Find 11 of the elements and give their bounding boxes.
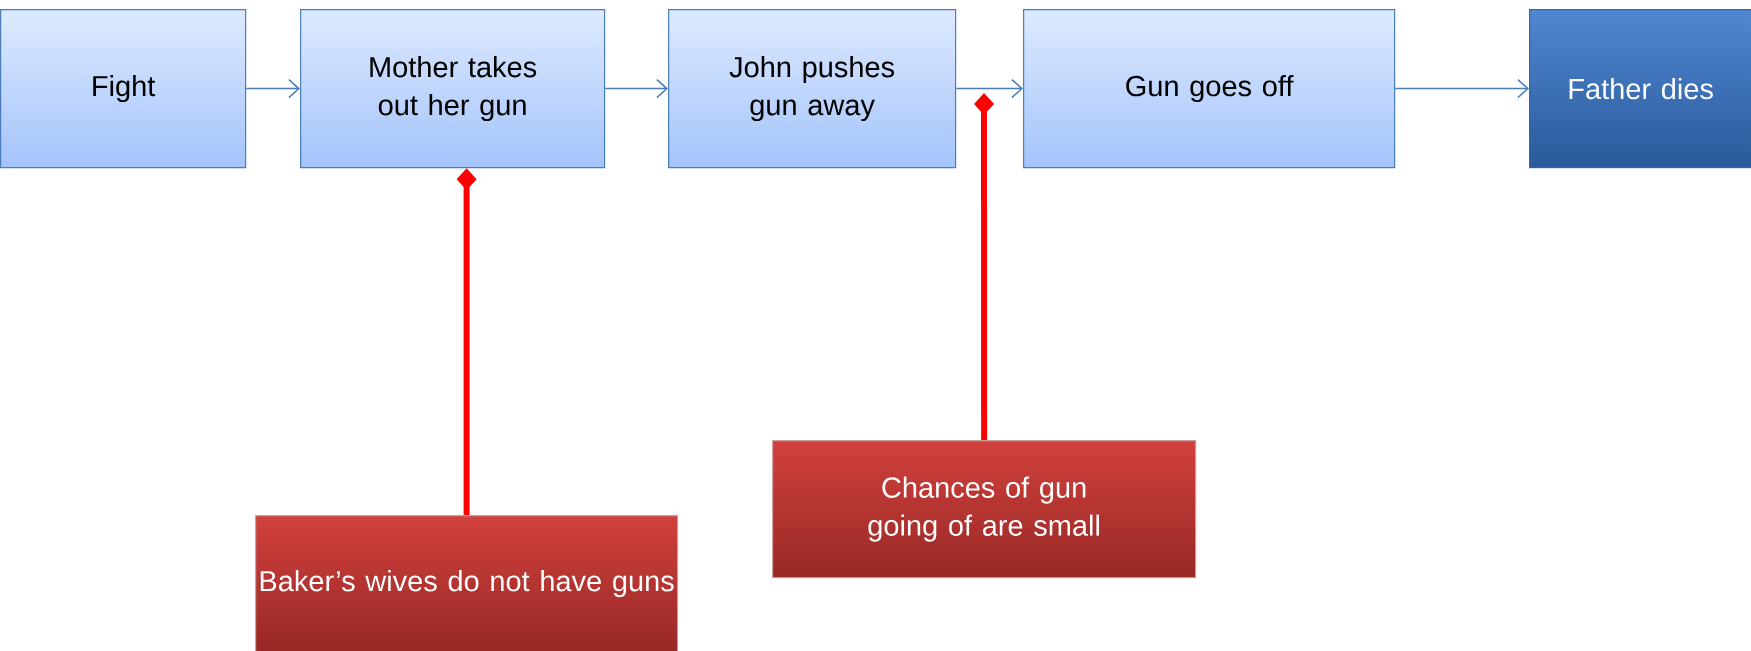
process-box: Mother takes out her gun [300, 9, 606, 169]
note-box: Baker’s wives do not have guns [255, 515, 679, 651]
arrow [604, 78, 668, 99]
process-box: Gun goes off [1023, 9, 1396, 169]
arrow [245, 78, 300, 99]
process-box: John pushes gun away [668, 9, 957, 169]
arrow [1394, 78, 1530, 99]
arrow [955, 78, 1023, 99]
process-box: Fight [0, 9, 247, 169]
outcome-box: Father dies [1529, 9, 1751, 169]
note-box: Chances of gun going of are small [772, 440, 1197, 579]
